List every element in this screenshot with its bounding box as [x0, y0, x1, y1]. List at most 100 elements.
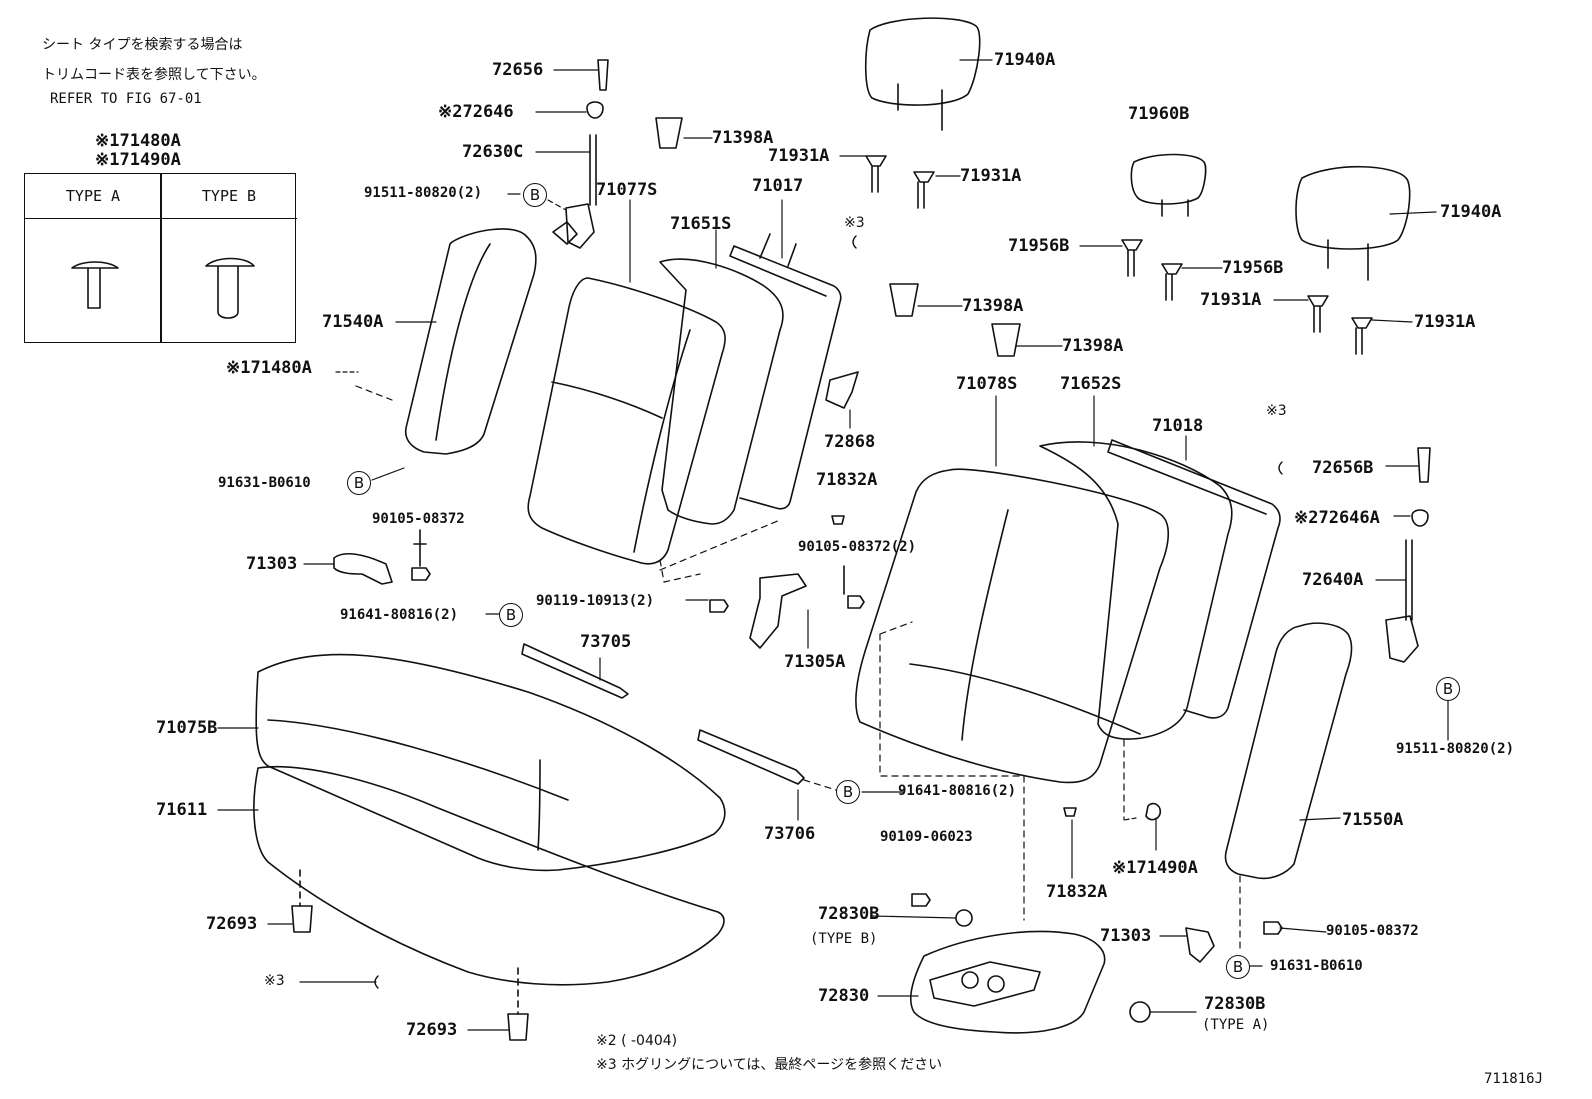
- part-72656B[interactable]: 72656B: [1312, 458, 1374, 478]
- strap-73705: [521, 643, 629, 699]
- b-marker: B: [1226, 955, 1250, 979]
- headrest-71960B: [1130, 153, 1207, 205]
- b-marker: B: [347, 471, 371, 495]
- fastener-icons: [71, 257, 255, 319]
- part-90105-c[interactable]: 90105-08372: [1326, 923, 1419, 939]
- part-72693-a[interactable]: 72693: [206, 914, 258, 934]
- part-91511-right[interactable]: 91511-80820(2): [1396, 741, 1515, 757]
- headrest-support-rod-left: [552, 59, 609, 249]
- part-71956B-a[interactable]: 71956B: [1008, 236, 1070, 256]
- hog-ring-mark-b: ※3: [1266, 403, 1287, 419]
- side-bolster-left-71540A: [404, 228, 537, 455]
- b-marker: B: [836, 780, 860, 804]
- b-marker: B: [499, 603, 523, 627]
- seat-pad-71611: [253, 765, 725, 986]
- armrest-72830: [910, 930, 1106, 1034]
- part-73706[interactable]: 73706: [764, 824, 816, 844]
- type-b-header: TYPE B: [161, 174, 297, 219]
- part-72646A[interactable]: ※272646A: [1294, 508, 1380, 528]
- fastener-type-table: TYPE A TYPE B: [24, 173, 297, 343]
- part-71490A[interactable]: ※171490A: [1112, 858, 1198, 878]
- bracket-72868: [825, 371, 859, 409]
- part-71018[interactable]: 71018: [1152, 416, 1204, 436]
- clip-72693-upper: [291, 905, 313, 933]
- type-table-title-b: ※171490A: [95, 150, 181, 170]
- part-71931A-a[interactable]: 71931A: [768, 146, 830, 166]
- part-71303-left[interactable]: 71303: [246, 554, 298, 574]
- part-71075B[interactable]: 71075B: [156, 718, 218, 738]
- part-91641-b[interactable]: 91641-80816(2): [898, 783, 1017, 799]
- part-90105-b[interactable]: 90105-08372(2): [798, 539, 917, 555]
- part-71940A-center[interactable]: 71940A: [994, 50, 1056, 70]
- fig-reference: REFER TO FIG 67-01: [50, 91, 202, 107]
- b-marker: B: [1436, 677, 1460, 701]
- part-71550A[interactable]: 71550A: [1342, 810, 1404, 830]
- part-72830B-typeA[interactable]: 72830B: [1204, 994, 1266, 1014]
- part-90105-a[interactable]: 90105-08372: [372, 511, 465, 527]
- hog-ring-mark-a: ※3: [844, 215, 865, 231]
- headrest-71940A-center: [864, 17, 981, 106]
- part-91631-left[interactable]: 91631-B0610: [218, 475, 311, 491]
- part-71960B[interactable]: 71960B: [1128, 104, 1190, 124]
- clip-71832A: [831, 515, 845, 525]
- part-72693-b[interactable]: 72693: [406, 1020, 458, 1040]
- part-90119[interactable]: 90119-10913(2): [536, 593, 655, 609]
- seatback-right-71078S: [855, 468, 1170, 784]
- part-73705[interactable]: 73705: [580, 632, 632, 652]
- part-90109[interactable]: 90109-06023: [880, 829, 973, 845]
- part-91631-right[interactable]: 91631-B0610: [1270, 958, 1363, 974]
- search-note-line1: シート タイプを検索する場合は: [42, 37, 243, 53]
- part-71652S[interactable]: 71652S: [1060, 374, 1122, 394]
- seatback-left-71077S: [527, 277, 726, 565]
- part-71305A[interactable]: 71305A: [784, 652, 846, 672]
- part-72830B-typeA-note: (TYPE A): [1202, 1017, 1270, 1033]
- seat-cushion-cover-71075B: [255, 653, 726, 872]
- part-71931A-c[interactable]: 71931A: [1200, 290, 1262, 310]
- seatback-pad-right-71652S: [1039, 441, 1233, 740]
- part-72868[interactable]: 72868: [824, 432, 876, 452]
- part-71940A-right[interactable]: 71940A: [1440, 202, 1502, 222]
- part-71832A-b[interactable]: 71832A: [1046, 882, 1108, 902]
- part-71077S[interactable]: 71077S: [596, 180, 658, 200]
- part-71398A-a[interactable]: 71398A: [712, 128, 774, 148]
- part-72630C[interactable]: 72630C: [462, 142, 524, 162]
- part-71956B-b[interactable]: 71956B: [1222, 258, 1284, 278]
- part-71398A-b[interactable]: 71398A: [962, 296, 1024, 316]
- part-71651S[interactable]: 71651S: [670, 214, 732, 234]
- figure-id: 711816J: [1484, 1071, 1544, 1087]
- part-71078S[interactable]: 71078S: [956, 374, 1018, 394]
- part-72656[interactable]: 72656: [492, 60, 544, 80]
- part-71832A-a[interactable]: 71832A: [816, 470, 878, 490]
- part-71303-right[interactable]: 71303: [1100, 926, 1152, 946]
- headrest-71940A-right: [1295, 165, 1411, 250]
- part-71931A-b[interactable]: 71931A: [960, 166, 1022, 186]
- seatback-frame-right-71018: [1107, 439, 1281, 719]
- hinge-71305A: [749, 573, 807, 649]
- part-71611[interactable]: 71611: [156, 800, 208, 820]
- part-72640A[interactable]: 72640A: [1302, 570, 1364, 590]
- table-divider: [160, 174, 162, 342]
- part-91641-a[interactable]: 91641-80816(2): [340, 607, 459, 623]
- part-91511-left[interactable]: 91511-80820(2): [364, 185, 483, 201]
- side-bolster-right-71550A: [1224, 622, 1353, 880]
- b-marker: B: [523, 183, 547, 207]
- part-71540A[interactable]: 71540A: [322, 312, 384, 332]
- part-71480A[interactable]: ※171480A: [226, 358, 312, 378]
- part-71398A-c[interactable]: 71398A: [1062, 336, 1124, 356]
- leader-lines: [217, 59, 1449, 1031]
- part-72830[interactable]: 72830: [818, 986, 870, 1006]
- type-a-header: TYPE A: [25, 174, 162, 219]
- footnote-3: ※3 ホグリングについては、最終ページを参照ください: [596, 1057, 943, 1073]
- footnote-2: ※2 ( -0404): [596, 1033, 678, 1049]
- part-71931A-d[interactable]: 71931A: [1414, 312, 1476, 332]
- search-note-line2: トリムコード表を参照して下さい。: [42, 67, 266, 83]
- part-71017[interactable]: 71017: [752, 176, 804, 196]
- seatback-frame-left-71017: [729, 245, 842, 510]
- part-72646[interactable]: ※272646: [438, 102, 514, 122]
- part-72830B-typeB[interactable]: 72830B: [818, 904, 880, 924]
- clip-72693-lower: [507, 1013, 529, 1041]
- part-72830B-typeB-note: (TYPE B): [810, 931, 878, 947]
- strap-73706: [697, 729, 805, 785]
